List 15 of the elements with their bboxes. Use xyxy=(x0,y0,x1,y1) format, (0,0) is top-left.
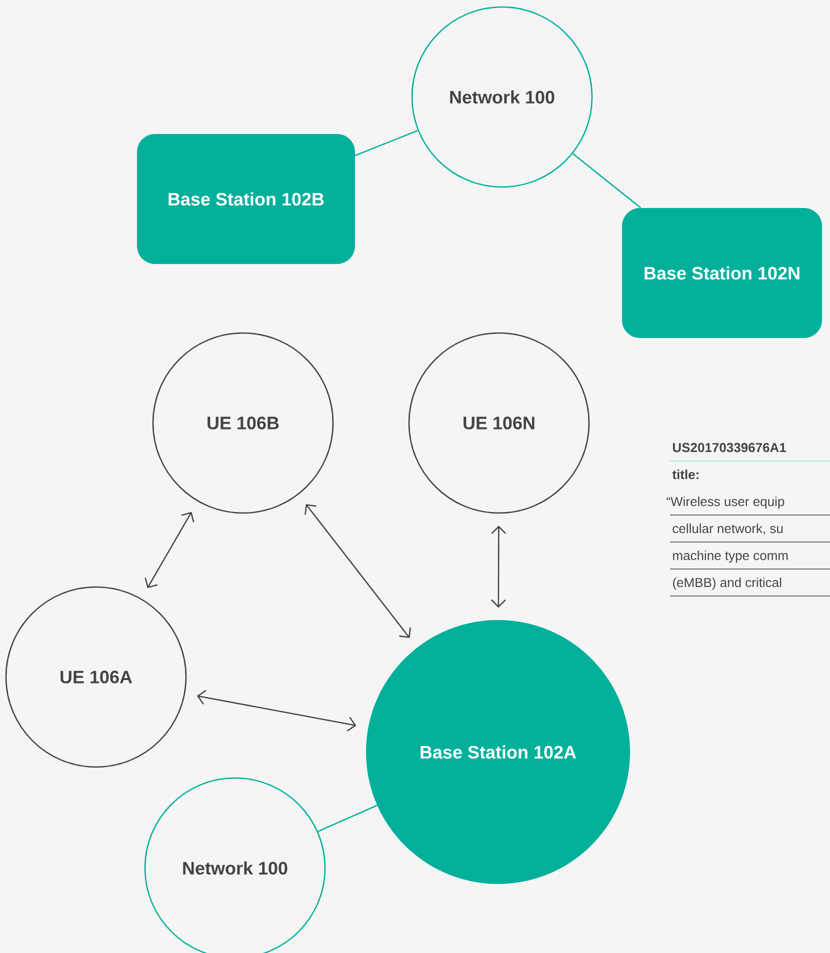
arrow xyxy=(144,512,194,588)
title-label: title: xyxy=(672,470,698,480)
title-text-line: cellular network, su xyxy=(672,524,783,535)
base-station-box: Base Station 102N xyxy=(622,208,822,338)
title-text-line: “Wireless user equip xyxy=(666,496,784,509)
connector-line xyxy=(354,130,418,156)
patent-number: US20170339676A1 xyxy=(673,442,786,452)
title-text-line: machine type comm xyxy=(673,550,788,563)
arrow xyxy=(491,526,506,608)
title-text-line: (eMBB) and critical xyxy=(673,578,782,590)
arrow xyxy=(304,504,411,638)
connector-line xyxy=(318,804,378,832)
base-station-box: Base Station 102B xyxy=(137,134,355,264)
connector-line xyxy=(572,153,641,208)
arrow xyxy=(196,690,356,732)
